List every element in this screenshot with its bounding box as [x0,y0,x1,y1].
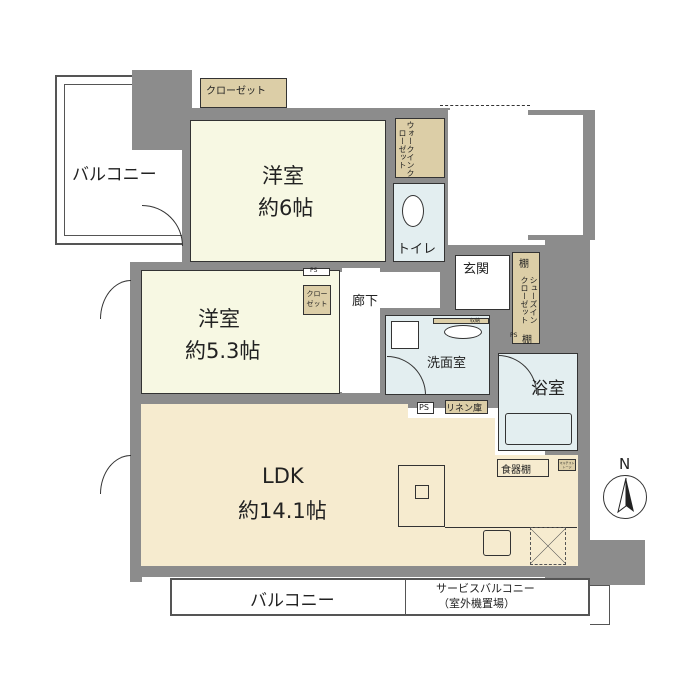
western53-size: 約5.3帖 [185,339,261,363]
washroom-label: 洗面室 [427,356,467,371]
bathtub [505,413,572,445]
ps-label: PS [510,332,518,339]
dish-shelf-label: 食器棚 [501,465,531,476]
multi-storage-label: マルチストレージ [559,461,575,469]
north-arrow-icon [603,475,647,519]
hallway [342,268,380,393]
linen-closet [445,400,488,414]
ps-label: PS [419,403,429,412]
wall-west-thin [182,150,192,270]
closet-top [200,78,287,108]
ps-label: PS [310,267,318,274]
service-balcony-sub: （室外機置場） [438,597,515,610]
sink-storage [433,318,489,324]
walk-in-closet [395,118,445,178]
washing-machine [391,321,419,349]
shoes-closet-label: シューズインクローゼット [520,275,538,324]
south-balcony [170,578,590,616]
bathroom-label: 浴室 [531,379,565,399]
sink-icon [444,325,482,339]
hallway-label: 廊下 [352,294,379,309]
walk-in-closet-label: ウォークインクローゼット [398,121,415,177]
multi-storage [558,459,576,471]
south-east-wall [590,540,645,585]
ldk-room [141,404,408,566]
western6-size: 約6帖 [258,196,314,220]
ldk-size: 約14.1帖 [238,499,327,523]
western-room-6 [190,120,386,262]
sink-storage-label: 収納 [470,318,481,324]
toilet-label: トイレ [397,242,437,257]
western53-name: 洋室 [198,307,240,331]
wall-block-top [132,70,192,150]
shelf-bottom-label: 棚 [522,335,532,346]
linen-label: リネン庫 [446,404,483,414]
kitchen-sink [415,485,429,499]
ldk-name: LDK [262,464,304,488]
service-balcony-label: サービスバルコニー [436,582,535,595]
south-balcony-label: バルコニー [250,591,335,611]
shelf-top-label: 棚 [519,259,529,270]
fridge-space [530,527,566,565]
stove-icon [483,530,511,556]
closet-small [303,285,331,315]
closet-top-label: クローゼット [206,86,266,97]
entrance-label: 玄関 [463,262,490,277]
kitchen-counter [398,465,445,527]
west-balcony-label: バルコニー [72,165,157,185]
western6-name: 洋室 [262,164,304,188]
entrance [455,255,510,310]
shoes-in-closet [512,252,540,344]
toilet-icon [402,195,424,227]
closet-small-label: クローゼット [306,290,328,308]
compass-label: N [619,455,631,473]
